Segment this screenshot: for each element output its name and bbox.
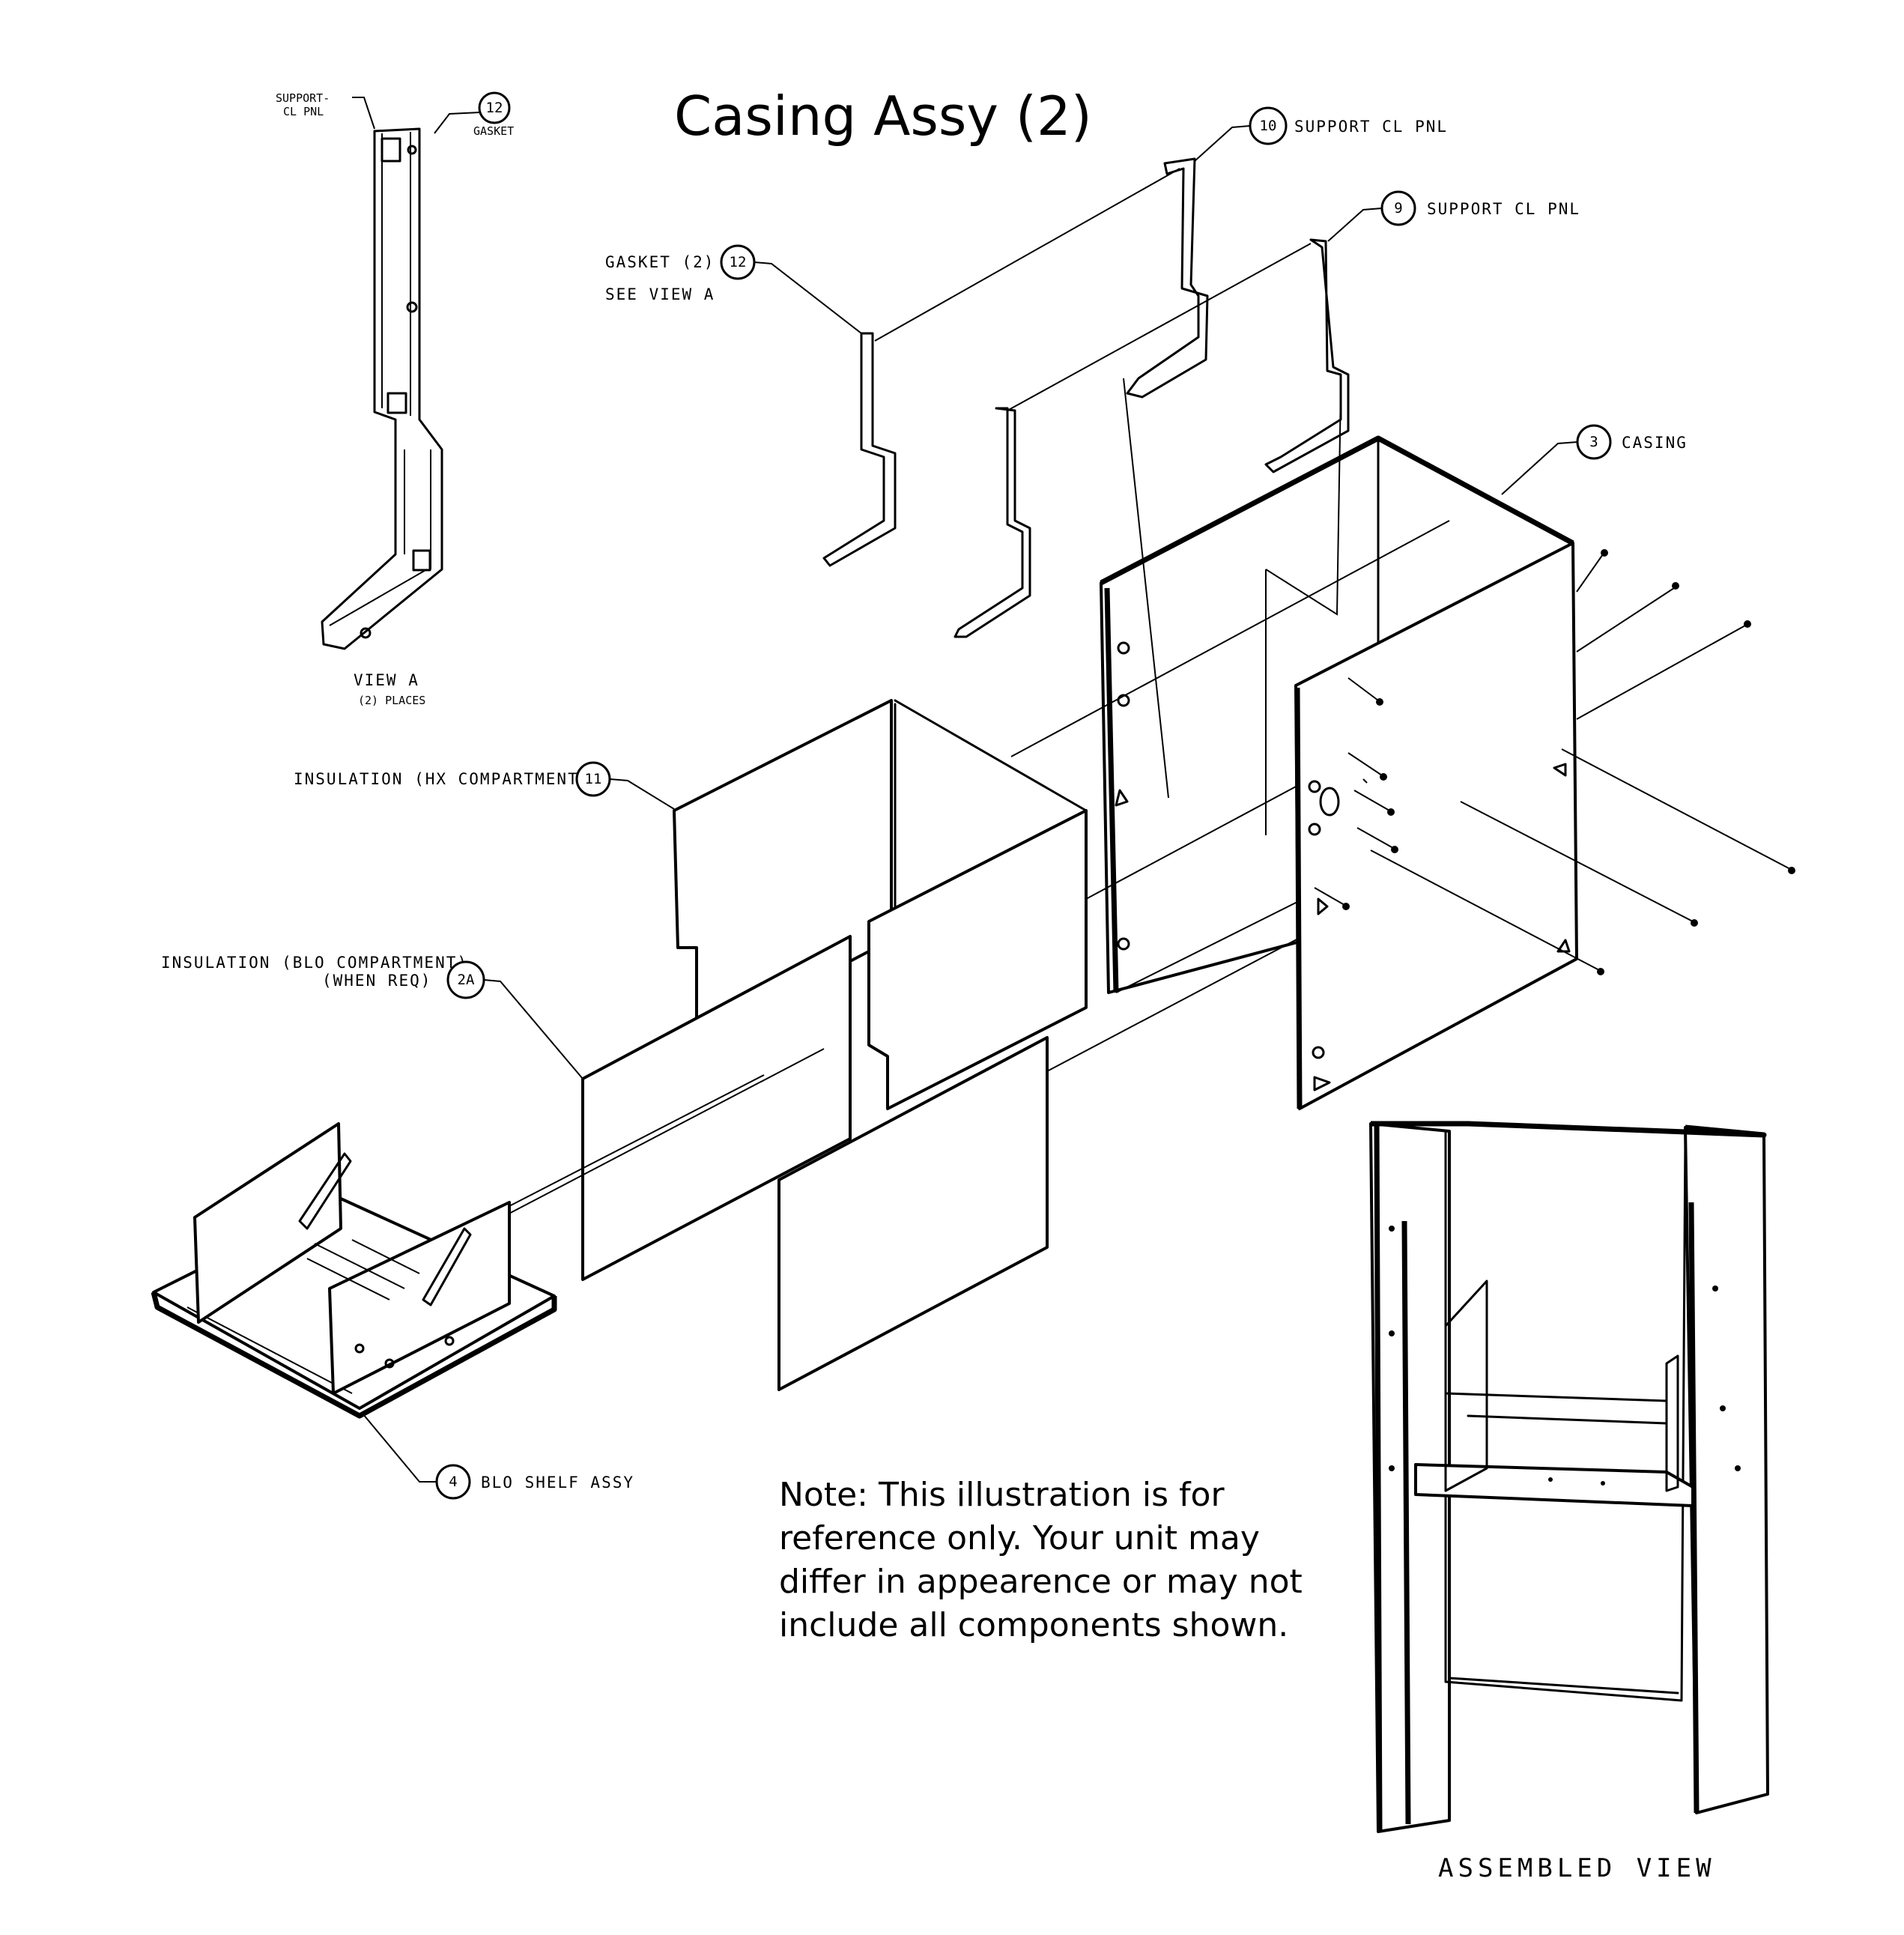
view-a-slot-mid xyxy=(386,392,407,414)
casing-hidden-lines xyxy=(1123,378,1341,835)
casing-holes xyxy=(1115,641,1571,1091)
assembled-insulation-left xyxy=(1444,1280,1488,1492)
support-strip-middle xyxy=(953,407,1031,638)
assembled-top-frame xyxy=(1371,1121,1767,1138)
view-a-gasket-number: 12 xyxy=(486,100,503,116)
insulation-hx-top-edge xyxy=(894,699,1088,812)
assembled-shelf-walls xyxy=(1444,1392,1668,1474)
blo-align-line-2 xyxy=(501,1048,825,1218)
callout-4-leader xyxy=(363,1414,437,1483)
callout-4-number: 4 xyxy=(449,1474,457,1490)
callout-11-leader xyxy=(609,778,675,810)
callout-9-leader xyxy=(1327,208,1383,242)
shelf-align-line xyxy=(509,1074,765,1207)
insulation-blo-side xyxy=(777,1036,1049,1391)
callout-3-casing: 3 CASING xyxy=(1100,378,1795,1110)
callout-12-gasket: GASKET (2) SEE VIEW A 12 xyxy=(605,244,897,567)
callout-3-number: 3 xyxy=(1589,434,1598,450)
callout-2a-label: INSULATION (BLO COMPARTMENT) xyxy=(161,954,468,972)
callout-3-leader xyxy=(1501,441,1578,495)
callout-9-align-line xyxy=(1007,243,1312,411)
callout-2a-number: 2A xyxy=(458,972,475,988)
assembled-view: ASSEMBLED VIEW xyxy=(1369,1121,1769,1883)
callout-4-label: BLO SHELF ASSY xyxy=(481,1474,634,1492)
view-a-gasket-bubble xyxy=(478,91,511,124)
view-a-support-leader xyxy=(352,97,375,130)
view-a-subtitle: (2) PLACES xyxy=(358,694,425,707)
callout-9-support: 9 SUPPORT CL PNL xyxy=(953,190,1580,638)
callout-2a-insulation-blo: INSULATION (BLO COMPARTMENT) (WHEN REQ) … xyxy=(161,935,1300,1391)
callout-10-number: 10 xyxy=(1260,118,1277,134)
callout-9-number: 9 xyxy=(1394,200,1402,216)
assembled-left-wall xyxy=(1369,1122,1451,1833)
casing-side-flange xyxy=(1294,687,1303,1109)
view-a-support-label-2: CL PNL xyxy=(283,105,324,118)
diagram-title: Casing Assy (2) xyxy=(674,85,1092,148)
callout-12-label: GASKET (2) xyxy=(605,253,715,271)
view-a-detail: SUPPORT- CL PNL 12 GASKET VIEW A (2) PLA… xyxy=(276,91,514,707)
view-a-bracket-edges xyxy=(329,132,431,626)
blo-shelf-rail xyxy=(168,1306,353,1409)
view-a-slot-bottom xyxy=(412,549,431,572)
callout-10-support: 10 SUPPORT CL PNL xyxy=(874,106,1448,399)
view-a-bracket xyxy=(321,127,443,650)
casing-left-flange xyxy=(1104,587,1119,993)
callout-2a-leader xyxy=(483,979,583,1079)
callout-3-label: CASING xyxy=(1622,434,1688,452)
view-a-gasket-label: GASKET xyxy=(473,124,514,138)
assembled-shelf xyxy=(1414,1463,1694,1507)
assembled-view-label: ASSEMBLED VIEW xyxy=(1438,1853,1716,1883)
note-block: Note: This illustration is for reference… xyxy=(779,1476,1303,1644)
assembled-holes xyxy=(1389,1226,1741,1486)
note-line-4: include all components shown. xyxy=(779,1606,1288,1644)
view-a-gasket-leader xyxy=(434,112,480,134)
assembled-insulation-right xyxy=(1665,1354,1679,1492)
callout-10-leader xyxy=(1194,125,1251,162)
view-a-support-label-1: SUPPORT- xyxy=(276,91,330,105)
note-line-2: reference only. Your unit may xyxy=(779,1519,1260,1557)
callout-12-sub: SEE VIEW A xyxy=(605,285,715,303)
support-cl-pnl-10 xyxy=(1126,157,1209,399)
callout-4-blo-shelf: 4 BLO SHELF ASSY xyxy=(151,1074,765,1500)
blo-shelf-wall-rear xyxy=(193,1122,342,1324)
assembled-flanges xyxy=(1374,1123,1700,1832)
blo-shelf-brace-front xyxy=(422,1227,472,1306)
screws xyxy=(1314,549,1795,975)
blo-shelf-motor-rail xyxy=(306,1239,420,1300)
callout-9-label: SUPPORT CL PNL xyxy=(1427,200,1580,218)
callout-12-number: 12 xyxy=(730,254,747,270)
assembled-bottom-edge xyxy=(1448,1677,1679,1695)
callout-11-number: 11 xyxy=(585,771,602,787)
callout-12-leader xyxy=(754,261,862,334)
view-a-slot-top xyxy=(381,137,401,163)
blo-shelf-wall-front xyxy=(328,1201,511,1395)
callout-10-align-line xyxy=(874,168,1180,342)
note-line-1: Note: This illustration is for xyxy=(779,1476,1225,1514)
gasket-strip-left xyxy=(822,332,897,567)
callout-11-label: INSULATION (HX COMPARTMENT) xyxy=(294,770,589,788)
blo-shelf-lip xyxy=(151,1291,557,1419)
insulation-hx-side xyxy=(867,809,1088,1110)
callout-10-label: SUPPORT CL PNL xyxy=(1294,118,1448,136)
casing-bottom-edge xyxy=(1115,898,1304,993)
blo-shelf-brace-rear xyxy=(298,1152,352,1230)
note-line-3: differ in appearence or may not xyxy=(779,1563,1303,1601)
view-a-title: VIEW A xyxy=(354,671,419,689)
hx-align-line-2 xyxy=(1085,786,1297,900)
support-cl-pnl-9 xyxy=(1264,238,1350,473)
hx-align-line xyxy=(1010,520,1450,757)
callout-2a-sub: (WHEN REQ) xyxy=(322,972,431,990)
blo-align-line xyxy=(1046,937,1300,1072)
